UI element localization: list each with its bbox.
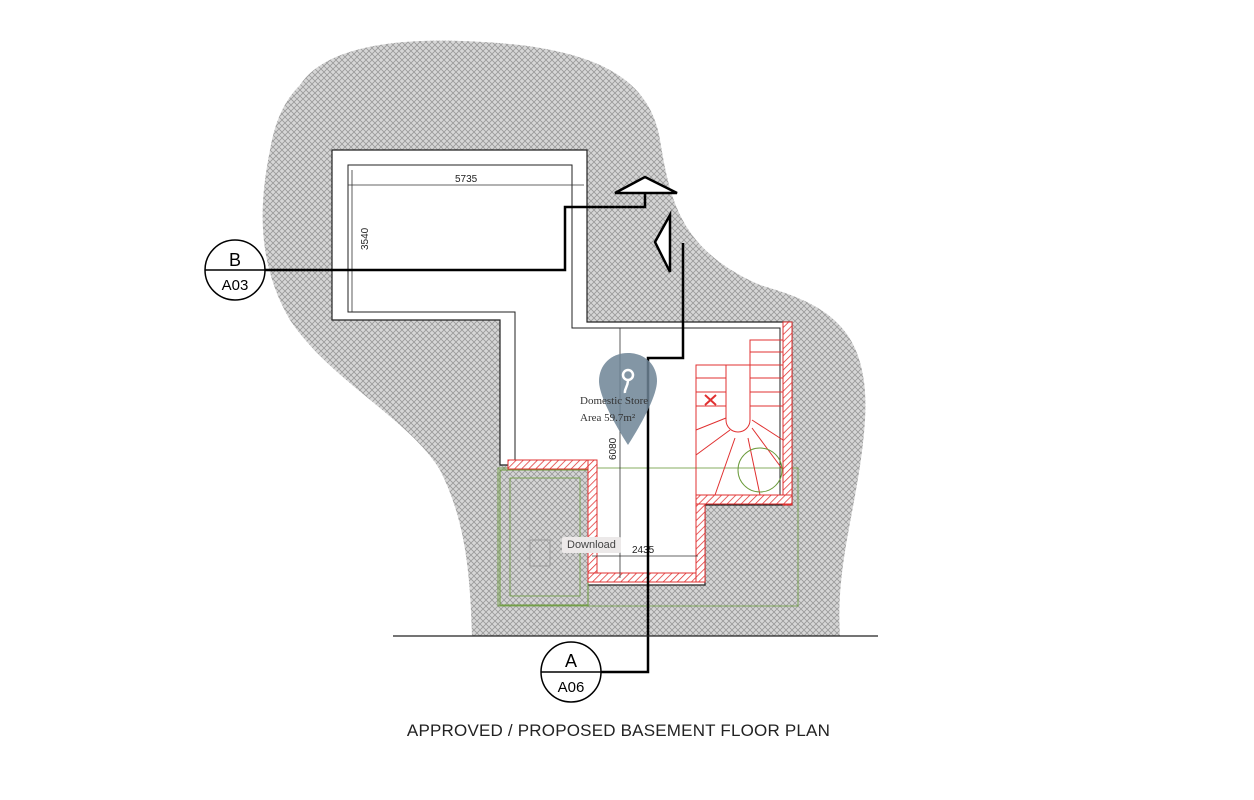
section-a-sheet: A06 — [558, 679, 585, 696]
dim-center-height: 6080 — [608, 437, 619, 460]
staircase — [695, 339, 784, 496]
section-b-sheet: A03 — [222, 277, 249, 294]
section-marker-a — [540, 641, 602, 703]
outer-wall — [331, 149, 793, 586]
section-b-letter: B — [229, 250, 241, 270]
dim-left-height: 3540 — [360, 227, 371, 250]
section-arrow-a — [653, 210, 672, 273]
green-fixture — [737, 447, 783, 493]
map-pin-icon[interactable] — [598, 351, 658, 447]
section-arrow-b — [614, 175, 678, 195]
dim-top-width: 5735 — [455, 174, 478, 185]
download-tooltip[interactable]: Download — [562, 537, 621, 553]
section-marker-b — [204, 239, 266, 301]
section-line-a — [600, 243, 685, 674]
dim-bottom-width: 2435 — [632, 545, 655, 556]
drawing-title: APPROVED / PROPOSED BASEMENT FLOOR PLAN — [406, 721, 831, 740]
section-line-b — [265, 193, 647, 272]
red-wall — [507, 321, 793, 583]
section-a-letter: A — [565, 651, 577, 671]
